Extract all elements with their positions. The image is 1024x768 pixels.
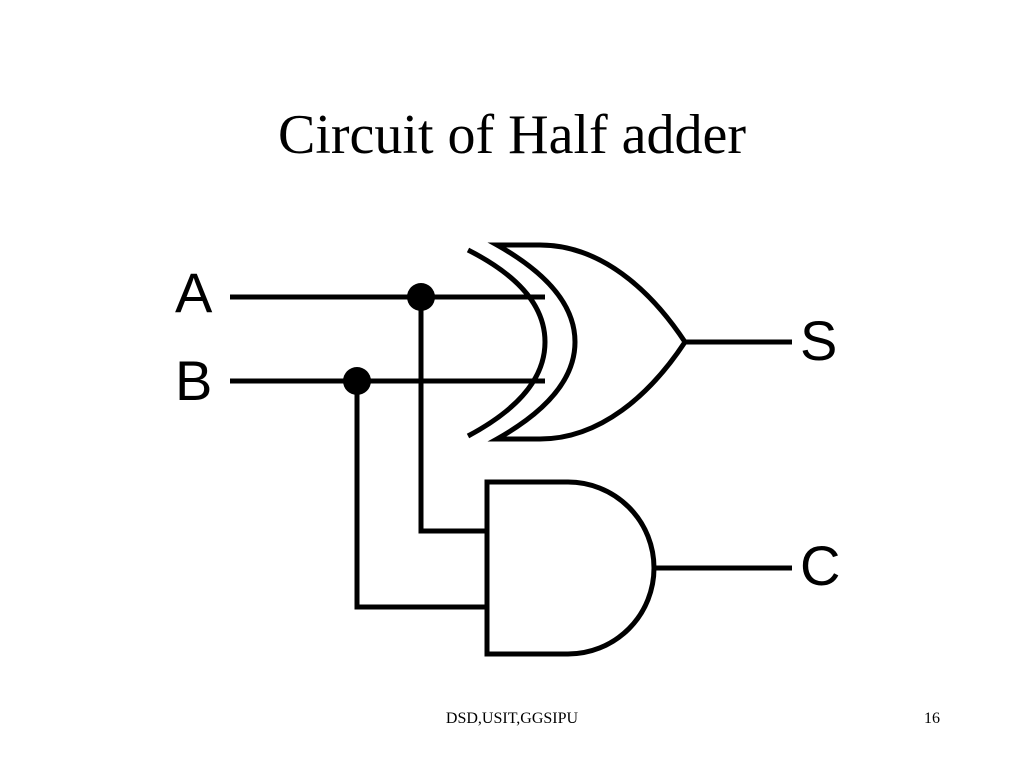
xor-gate-body <box>487 242 688 442</box>
and-gate-body <box>484 479 657 657</box>
slide-title: Circuit of Half adder <box>277 104 747 166</box>
footer-text: DSD,USIT,GGSIPU <box>445 710 579 727</box>
junction-dot-b <box>343 367 371 395</box>
wire-a-to-and <box>418 297 487 534</box>
input-label-a: A <box>175 261 213 324</box>
input-label-b: B <box>175 349 212 412</box>
wire-b-to-and <box>354 381 487 610</box>
junction-dot-a <box>407 283 435 311</box>
xor-gate-input-curve <box>466 247 548 439</box>
output-label-c: C <box>800 534 840 597</box>
page-number: 16 <box>924 710 940 727</box>
output-label-s: S <box>800 309 837 372</box>
